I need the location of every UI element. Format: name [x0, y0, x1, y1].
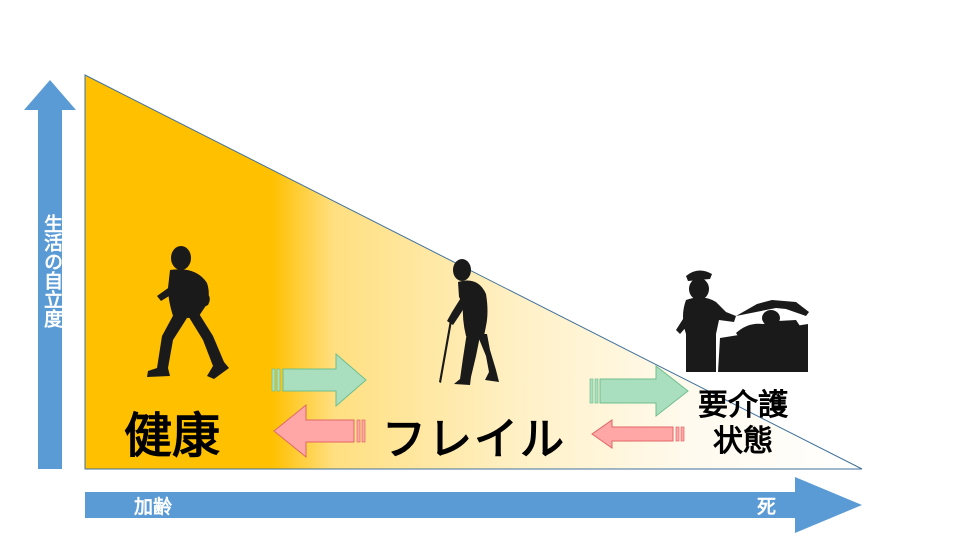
walking-person-icon	[147, 246, 229, 379]
y-axis-arrow	[24, 80, 76, 469]
aging-axis-label: 加齢	[134, 496, 173, 518]
care-needed-line-1: 要介護	[698, 388, 788, 423]
progress-arrow-health-to-frailty	[271, 352, 367, 408]
elderly-person-with-cane-icon	[439, 259, 499, 385]
health-stage-label: 健康	[124, 408, 221, 464]
progress-arrow-frailty-to-care	[589, 364, 689, 418]
recovery-arrow-frailty-to-health	[273, 403, 366, 459]
care-needed-line-2: 状態	[713, 424, 773, 459]
caregiver-with-bedridden-person-icon	[676, 270, 809, 372]
x-axis-arrow	[85, 477, 862, 533]
death-axis-label: 死	[757, 496, 777, 518]
frailty-stage-label: フレイル	[382, 414, 566, 465]
independence-axis-label: 生活の自立度	[41, 214, 63, 328]
recovery-arrow-care-to-frailty	[591, 419, 685, 449]
care-needed-stage-label: 要介護 状態	[688, 388, 798, 460]
